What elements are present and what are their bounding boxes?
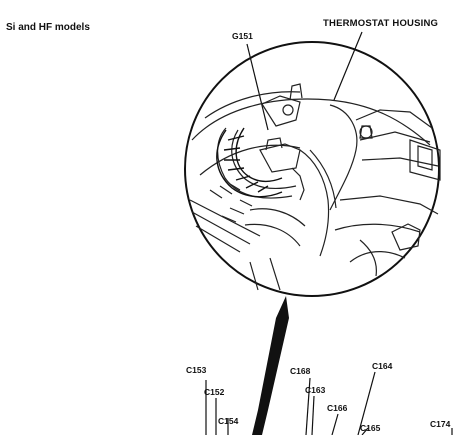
coolant-hose: [216, 127, 283, 198]
g151-label: G151: [232, 31, 253, 41]
g151-leader: [246, 43, 269, 131]
connector-c153-label: C153: [186, 365, 207, 375]
connector-c166-label: C166: [327, 403, 348, 413]
thermostat-housing-leader: [333, 31, 363, 101]
connector-c154-label: C154: [218, 416, 239, 426]
wire-harness-bottom: [205, 371, 453, 435]
model-note: Si and HF models: [6, 22, 90, 33]
engine-detail-sketch: [189, 83, 441, 291]
connector-c165-label: C165: [360, 423, 381, 433]
connector-c163-label: C163: [305, 385, 326, 395]
thermostat-housing-label: THERMOSTAT HOUSING: [323, 18, 439, 29]
detail-magnifier-circle: [184, 41, 440, 297]
connector-c164-label: C164: [372, 361, 393, 371]
connector-c174-label: C174: [430, 419, 451, 429]
connector-c152-label: C152: [204, 387, 225, 397]
connector-c168-label: C168: [290, 366, 311, 376]
detail-pointer: [252, 296, 289, 435]
